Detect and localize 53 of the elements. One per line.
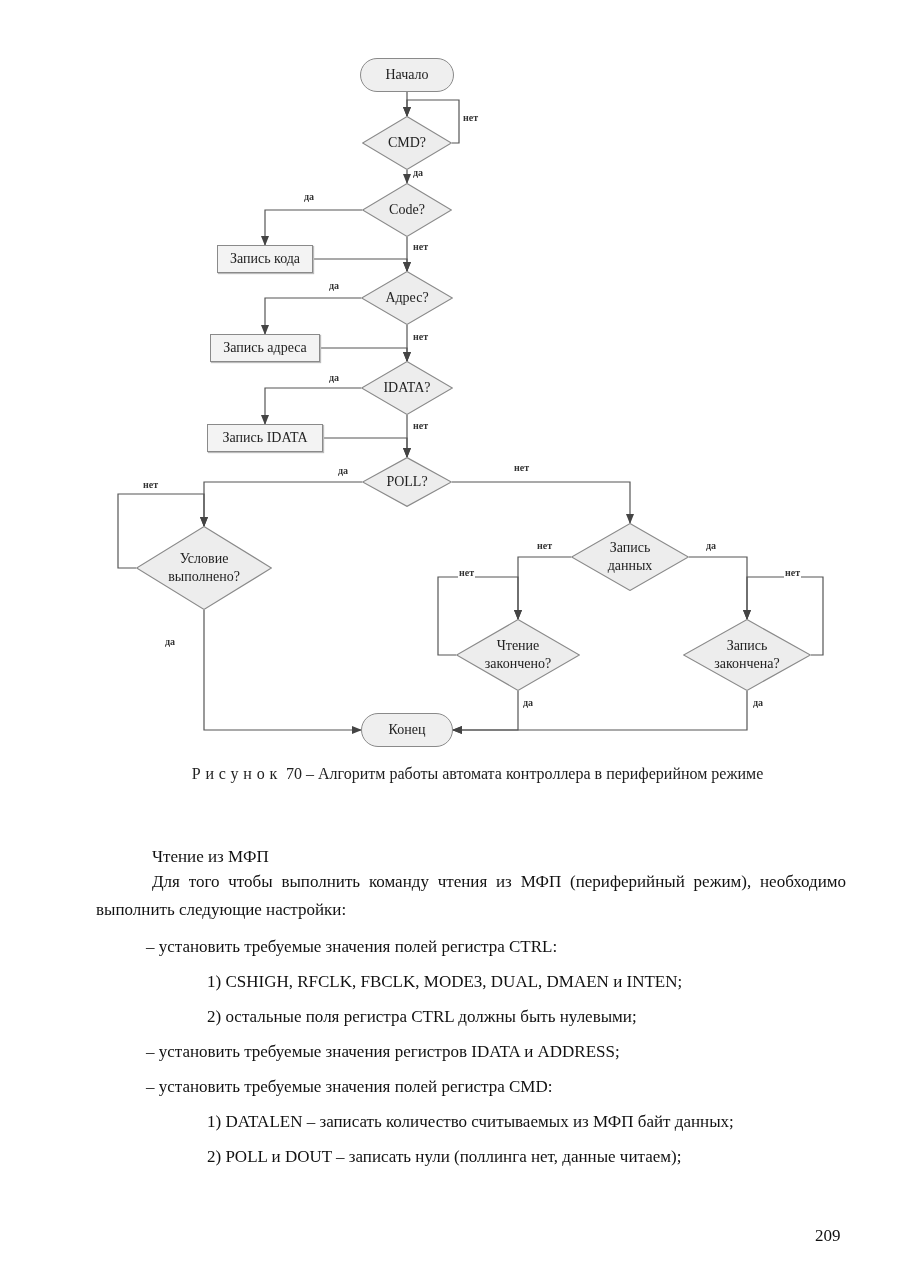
- decision-diamond: [362, 183, 452, 237]
- arrow: [403, 169, 411, 184]
- body-text: – установить требуемые значения полей регистра CTRL:: [146, 936, 558, 958]
- arrow: [403, 99, 460, 144]
- node-label: Запись IDATA: [222, 429, 308, 447]
- body-text: 2) POLL и DOUT – записать нули (поллинга нет, данные читаем);: [207, 1146, 682, 1168]
- body-text: 1) CSHIGH, RFCLK, FBCLK, MODE3, DUAL, DMAEN и INTEN;: [207, 971, 683, 993]
- body-text: – установить требуемые значения регистров IDATA и ADDRESS;: [146, 1041, 620, 1063]
- node-label: Запись данных: [606, 539, 654, 575]
- decision-diamond: [571, 523, 689, 591]
- node-label: Code?: [389, 201, 425, 219]
- decision-diamond: [683, 619, 811, 691]
- body-text: 209: [815, 1225, 841, 1247]
- node-label: IDATA?: [383, 379, 431, 397]
- body-text: Чтение из МФП: [152, 846, 269, 868]
- decision-diamond: [361, 271, 453, 325]
- body-text: Для того чтобы выполнить команду чтения из МФП (периферийный режим), необходимо выполнить следующие настройки:: [96, 871, 846, 921]
- figure-caption: Рисунок 70 – Алгоритм работы автомата контроллера в периферийном режиме: [190, 764, 765, 784]
- arrow: [319, 347, 411, 362]
- arrow: [452, 690, 748, 734]
- body-text: – установить требуемые значения полей регистра CMD:: [146, 1076, 553, 1098]
- arrow: [203, 609, 362, 734]
- arrow: [261, 209, 363, 246]
- arrow: [261, 387, 362, 425]
- arrow: [322, 437, 411, 458]
- arrow: [451, 481, 634, 524]
- node-label: Чтение закончено?: [483, 637, 553, 673]
- node-label: Условие выполнено?: [167, 550, 241, 586]
- decision-diamond: [456, 619, 580, 691]
- arrow: [117, 493, 208, 569]
- node-label: POLL?: [386, 473, 428, 491]
- node-label: Конец: [388, 721, 426, 739]
- process-box: [207, 424, 323, 452]
- terminal-box: [361, 713, 453, 747]
- node-label: Начало: [385, 66, 429, 84]
- node-label: Запись адреса: [223, 339, 307, 357]
- decision-diamond: [362, 457, 452, 507]
- node-label: CMD?: [387, 134, 427, 152]
- node-label: Запись закончена?: [713, 637, 781, 673]
- terminal-box: [360, 58, 454, 92]
- arrow: [312, 258, 411, 272]
- process-box: [210, 334, 320, 362]
- process-box: [217, 245, 313, 273]
- decision-diamond: [362, 116, 452, 170]
- decision-diamond: [136, 526, 272, 610]
- arrow: [437, 576, 522, 656]
- node-label: Запись кода: [229, 250, 301, 268]
- body-text: 2) остальные поля регистра CTRL должны быть нулевыми;: [207, 1006, 637, 1028]
- body-text: 1) DATALEN – записать количество считываемых из МФП байт данных;: [207, 1111, 734, 1133]
- node-label: Адрес?: [385, 289, 429, 307]
- decision-diamond: [361, 361, 453, 415]
- arrow: [743, 576, 824, 656]
- arrow: [261, 297, 362, 335]
